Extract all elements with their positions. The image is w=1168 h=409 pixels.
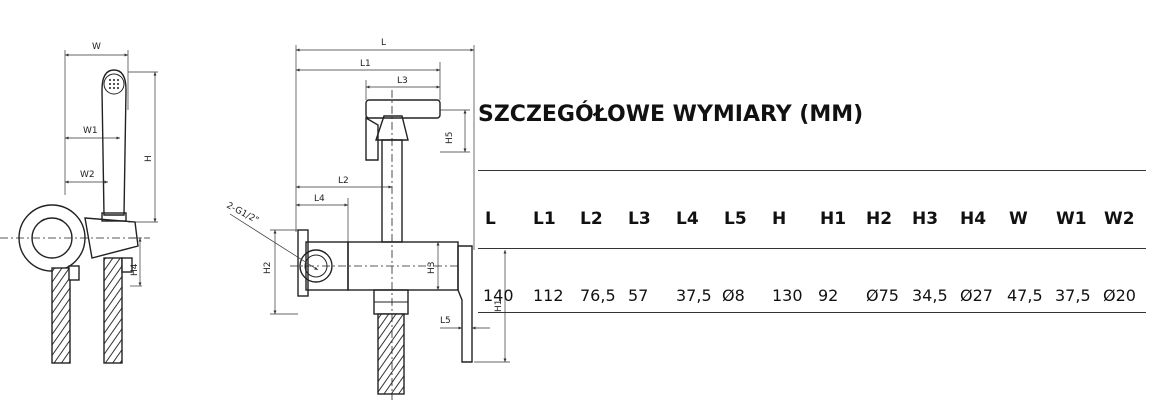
handset-body <box>101 69 127 216</box>
table-header: H1 <box>820 209 847 229</box>
table-cell: 37,5 <box>1055 286 1091 305</box>
table-header: L5 <box>724 209 747 229</box>
hose-left <box>51 267 71 364</box>
side-view-dimensions <box>64 50 158 287</box>
table-header: H3 <box>912 209 939 229</box>
label-w: W <box>92 42 101 52</box>
spray-holes-icon <box>109 79 119 89</box>
label-w1: W1 <box>83 126 98 136</box>
table-header: L2 <box>580 209 603 229</box>
table-cell: Ø8 <box>722 286 745 305</box>
label-h3: H3 <box>427 262 437 275</box>
table-cell: 47,5 <box>1007 286 1043 305</box>
page-title: SZCZEGÓŁOWE WYMIARY (MM) <box>478 102 864 127</box>
table-header: L3 <box>628 209 651 229</box>
table-header: W <box>1009 209 1028 229</box>
valve-knob <box>299 249 333 283</box>
label-l4: L4 <box>314 194 325 204</box>
mixer-handle <box>457 245 473 363</box>
table-header: W1 <box>1056 209 1087 229</box>
table-cell: 112 <box>533 286 564 305</box>
front-view-dimensions <box>229 45 510 363</box>
table-cell: 76,5 <box>580 286 616 305</box>
table-mid-rule <box>478 248 1146 249</box>
table-bottom-rule <box>478 312 1146 313</box>
wall-flange <box>297 229 309 297</box>
table-cell: 34,5 <box>912 286 948 305</box>
table-header: L <box>485 209 496 229</box>
table-top-rule <box>478 170 1146 171</box>
table-cell: 37,5 <box>676 286 712 305</box>
table-header: W2 <box>1104 209 1135 229</box>
table-cell: Ø75 <box>866 286 899 305</box>
table-cell: 57 <box>628 286 649 305</box>
table-header: H <box>772 209 787 229</box>
label-h2: H2 <box>263 262 273 275</box>
spray-head <box>103 73 125 95</box>
table-cell: 92 <box>818 286 839 305</box>
label-h4: H4 <box>130 263 140 276</box>
label-l1: L1 <box>360 59 371 69</box>
label-l2: L2 <box>338 176 349 186</box>
riser-cone <box>375 115 409 141</box>
label-l: L <box>381 38 386 48</box>
table-cell: Ø27 <box>960 286 993 305</box>
label-w2: W2 <box>80 170 95 180</box>
hose-right <box>103 257 123 364</box>
hose-front <box>377 313 405 395</box>
label-l3: L3 <box>397 76 408 86</box>
handset-head <box>365 99 441 119</box>
table-cell: Ø20 <box>1103 286 1136 305</box>
label-l5: L5 <box>440 316 451 326</box>
front-view <box>290 90 473 400</box>
table-cell: 130 <box>772 286 803 305</box>
table-header: H4 <box>960 209 987 229</box>
table-header: L4 <box>676 209 699 229</box>
label-h: H <box>144 155 154 162</box>
side-view <box>0 69 150 364</box>
label-h5: H5 <box>445 132 455 145</box>
handset-collar <box>101 212 127 222</box>
table-header: H2 <box>866 209 893 229</box>
table-header: L1 <box>533 209 556 229</box>
label-h1: H1 <box>494 300 504 313</box>
table-cell: 140 <box>483 286 514 305</box>
